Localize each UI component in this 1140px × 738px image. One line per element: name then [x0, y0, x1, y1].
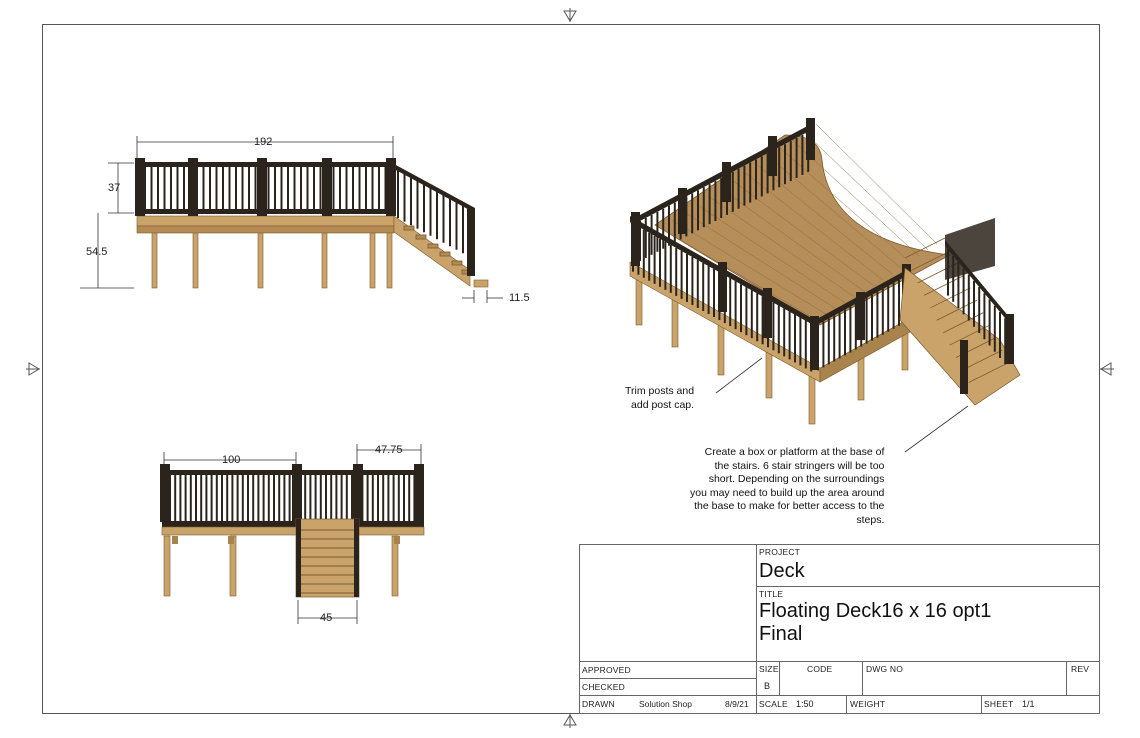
front-railing-balusters — [169, 474, 416, 521]
drawing-title-line1: Floating Deck16 x 16 opt1 — [759, 600, 992, 622]
code-label: CODE — [807, 664, 833, 674]
title-cell — [756, 586, 1100, 662]
project-name: Deck — [759, 560, 805, 582]
dim-front-left-width: 100 — [222, 454, 241, 466]
left-center-mark-icon — [26, 362, 40, 376]
sheet-label: SHEET — [984, 699, 1014, 709]
note-stair-platform: Create a box or platform at the base of … — [690, 446, 885, 526]
dim-front-right-width: 47.75 — [375, 444, 403, 456]
scale-label: SCALE — [759, 699, 788, 709]
weight-label: WEIGHT — [850, 699, 886, 709]
side-railing-balusters — [144, 166, 387, 212]
project-cell — [756, 544, 1100, 587]
sheet-value: 1/1 — [1022, 699, 1035, 709]
drawing-border — [42, 24, 1100, 714]
drawn-label: DRAWN — [582, 699, 615, 709]
dim-rail-height: 37 — [108, 182, 121, 194]
size-value: B — [764, 681, 771, 691]
bottom-center-mark-icon — [563, 714, 577, 728]
dimension-lines-side — [80, 136, 503, 303]
note-trim-posts: Trim posts and add post cap. — [625, 385, 695, 411]
drawn-by: Solution Shop — [639, 699, 692, 709]
dwg-no-label: DWG NO — [866, 664, 904, 674]
scale-value: 1:50 — [796, 699, 814, 709]
dim-front-stair-width: 45 — [320, 612, 333, 624]
drawn-date: 8/9/21 — [725, 699, 749, 709]
dim-deck-height: 54.5 — [86, 246, 108, 258]
top-center-mark-icon — [563, 8, 577, 22]
title-block: PROJECT Deck TITLE Floating Deck16 x 16 … — [579, 544, 1100, 714]
project-label: PROJECT — [759, 547, 801, 557]
dim-top-width: 192 — [254, 136, 273, 148]
checked-label: CHECKED — [582, 682, 625, 692]
title-label: TITLE — [759, 589, 784, 599]
rev-label: REV — [1071, 664, 1090, 674]
right-center-mark-icon — [1100, 362, 1114, 376]
approved-label: APPROVED — [582, 665, 631, 675]
size-label: SIZE — [759, 664, 779, 674]
drawing-title-line2: Final — [759, 623, 803, 645]
dim-step-depth: 11.5 — [509, 292, 530, 304]
